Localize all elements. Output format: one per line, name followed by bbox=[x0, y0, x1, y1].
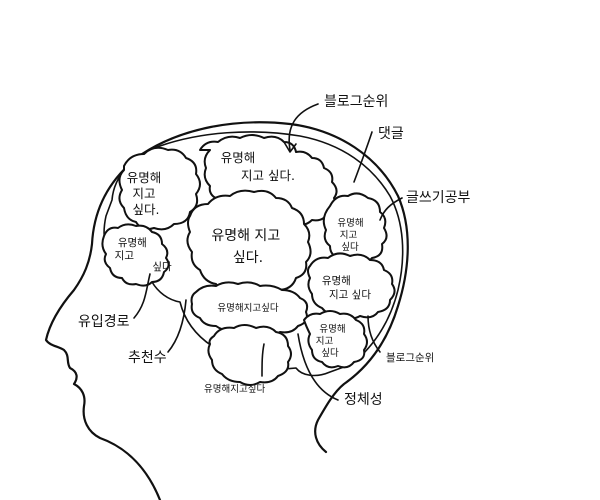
lobe-right-upper bbox=[322, 192, 388, 265]
lobe-right-lower bbox=[303, 310, 368, 369]
lobe-right-upper-text: 유명해 지고 싶다 bbox=[337, 217, 366, 253]
pointer-bottom-caption bbox=[261, 343, 265, 377]
label-blog-rank-right: 블로그순위 bbox=[386, 351, 434, 364]
pointer-blog-rank-top-tip bbox=[283, 141, 297, 153]
pointer-blog-rank-right bbox=[367, 315, 381, 353]
pointer-blog-rank-top bbox=[288, 103, 319, 151]
lobe-right-lower-text: 유명해 지고 싶다 bbox=[316, 323, 349, 359]
lobe-right-mid-text: 유명해 지고 싶다 bbox=[322, 274, 371, 301]
label-comments: 댓글 bbox=[378, 126, 404, 142]
lobe-left-small bbox=[101, 223, 170, 287]
pointer-inflow-path bbox=[133, 273, 151, 319]
label-inflow-path: 유입경로 bbox=[78, 314, 130, 330]
lobe-lower-left bbox=[207, 324, 292, 386]
label-identity: 정체성 bbox=[344, 392, 383, 408]
label-writing-study: 글쓰기공부 bbox=[406, 190, 471, 206]
lobe-left-upper bbox=[118, 146, 201, 231]
lobe-left-upper-text: 유명해 지고 싶다. bbox=[127, 170, 166, 217]
lobe-bottom-center bbox=[190, 281, 309, 336]
pointer-identity bbox=[297, 333, 339, 401]
head-outline bbox=[44, 121, 409, 500]
lobe-top-text: 유명해 지고 싶다. bbox=[221, 150, 295, 183]
pointer-comments bbox=[353, 131, 373, 183]
lobe-left-small-text: 유명해 지고 싶다 bbox=[115, 236, 172, 273]
label-recommendations: 추천수 bbox=[128, 350, 167, 366]
label-bottom-caption: 유명해지고싶다 bbox=[204, 383, 265, 395]
lobe-center bbox=[186, 189, 312, 298]
lobe-bottom-center-text: 유명해지고싶다 bbox=[217, 302, 278, 314]
lobe-center-text: 유명해 지고 싶다. bbox=[211, 228, 284, 266]
label-blog-rank-top: 블로그순위 bbox=[324, 94, 388, 110]
lobe-right-mid bbox=[307, 252, 396, 320]
pointer-writing-study bbox=[379, 197, 403, 221]
pointer-recommendations bbox=[167, 299, 187, 353]
